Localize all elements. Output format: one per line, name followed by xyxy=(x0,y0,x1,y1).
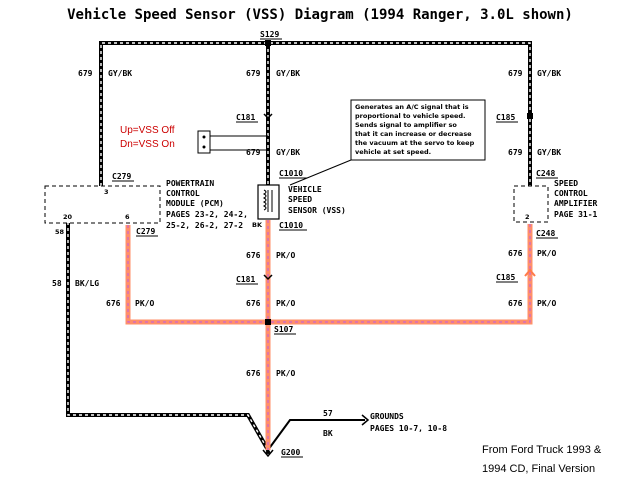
connector-c185-top: C185 xyxy=(496,113,533,123)
pcm-module: 3 20 6 58 xyxy=(44,185,161,236)
splice-s129-dot xyxy=(265,40,271,46)
wire-679-right2-num: 679 xyxy=(508,148,523,157)
wire-679-left-num: 679 xyxy=(78,69,93,78)
note-line-6: vehicle at set speed. xyxy=(355,148,431,156)
connector-c181-top-label: C181 xyxy=(236,113,255,122)
amp-pin-bottom: 2 xyxy=(525,213,530,221)
wire-676-network xyxy=(125,220,533,450)
wire-676-mid3-color: PK/O xyxy=(276,369,295,378)
amp-line-4: PAGE 31-1 xyxy=(554,210,598,219)
source-note-line-2: 1994 CD, Final Version xyxy=(482,463,595,475)
switch-up-label: Up=VSS Off xyxy=(120,125,175,136)
splice-s129-label: S129 xyxy=(260,30,279,39)
speed-control-amplifier: 2 xyxy=(513,185,549,223)
pcm-pin-right: 6 xyxy=(125,213,130,221)
splice-s107-dot xyxy=(265,319,271,325)
grounds-reference: GROUNDS PAGES 10-7, 10-8 xyxy=(361,412,447,433)
pcm-pin-bottom: 58 xyxy=(55,228,65,236)
connector-c181-bot: C181 xyxy=(236,274,273,285)
pcm-line-4: PAGES 23-2, 24-2, xyxy=(166,210,248,219)
wire-676-right-color: PK/O xyxy=(537,299,556,308)
pcm-line-2: CONTROL xyxy=(166,189,200,198)
wire-676-right1-num: 676 xyxy=(508,249,523,258)
wire-58-color: BK/LG xyxy=(75,279,99,288)
ground-g200-label: G200 xyxy=(281,448,300,457)
grounds-line-1: GROUNDS xyxy=(370,412,404,421)
wire-679-mid-num: 679 xyxy=(246,69,261,78)
wire-58-num: 58 xyxy=(52,279,62,288)
connector-c185-bot: C185 xyxy=(496,268,536,283)
wire-676-mid1-color: PK/O xyxy=(276,251,295,260)
vss-description: VEHICLE SPEED SENSOR (VSS) xyxy=(288,185,346,215)
switch-down-label: Dn=VSS On xyxy=(120,139,175,150)
note-line-5: the vacuum at the servo to keep xyxy=(355,139,475,147)
wire-676-mid3-num: 676 xyxy=(246,369,261,378)
wire-676-mid2-num: 676 xyxy=(246,299,261,308)
grounds-line-2: PAGES 10-7, 10-8 xyxy=(370,424,447,433)
wire-676-mid2-color: PK/O xyxy=(276,299,295,308)
wire-679-right-color: GY/BK xyxy=(537,69,561,78)
amp-line-2: CONTROL xyxy=(554,189,588,198)
ground-g200: G200 xyxy=(262,448,303,458)
note-line-1: Generates an A/C signal that is xyxy=(355,103,469,111)
vss-line-3: SENSOR (VSS) xyxy=(288,206,346,215)
vss-line-2: SPEED xyxy=(288,195,312,204)
wire-679-right2-color: GY/BK xyxy=(537,148,561,157)
wire-679-left-color: GY/BK xyxy=(108,69,132,78)
note-line-4: that it can increase or decrease xyxy=(355,130,472,138)
wire-679-mid2-color: GY/BK xyxy=(276,148,300,157)
connector-c1010-bot-label: C1010 xyxy=(279,221,303,230)
vss-sensor: BK xyxy=(252,184,280,229)
wire-679-right-num: 679 xyxy=(508,69,523,78)
wire-57-num: 57 xyxy=(323,409,333,418)
splice-s107-label: S107 xyxy=(274,325,293,334)
vss-pin-bottom: BK xyxy=(252,221,263,229)
vss-switch[interactable] xyxy=(197,130,268,154)
pcm-pin-left: 20 xyxy=(63,213,73,221)
connector-c1010-top-label: C1010 xyxy=(279,169,303,178)
connector-c181-top: C181 xyxy=(236,113,273,123)
wire-676-left-num: 676 xyxy=(106,299,121,308)
pcm-line-3: MODULE (PCM) xyxy=(166,199,224,208)
pcm-description: POWERTRAIN CONTROL MODULE (PCM) PAGES 23… xyxy=(166,179,248,230)
connector-c181-bot-label: C181 xyxy=(236,275,255,284)
wire-676-left-color: PK/O xyxy=(135,299,154,308)
pcm-pin-top: 3 xyxy=(104,188,109,196)
vss-note-box: Generates an A/C signal that is proporti… xyxy=(289,99,486,186)
wire-676-right-num: 676 xyxy=(508,299,523,308)
vss-line-1: VEHICLE xyxy=(288,185,322,194)
wire-679-mid2-num: 679 xyxy=(246,148,261,157)
connector-c185-bot-label: C185 xyxy=(496,273,515,282)
source-note-line-1: From Ford Truck 1993 & xyxy=(482,444,602,456)
pcm-line-1: POWERTRAIN xyxy=(166,179,214,188)
wire-57-color: BK xyxy=(323,429,333,438)
wire-57 xyxy=(267,419,365,451)
connector-c248-bot-label: C248 xyxy=(536,229,555,238)
amp-line-3: AMPLIFIER xyxy=(554,199,598,208)
pcm-line-5: 25-2, 26-2, 27-2 xyxy=(166,221,243,230)
connector-c185-top-label: C185 xyxy=(496,113,515,122)
wire-676-right1-color: PK/O xyxy=(537,249,556,258)
connector-c279-bot-label: C279 xyxy=(136,227,155,236)
amp-line-1: SPEED xyxy=(554,179,578,188)
amp-description: SPEED CONTROL AMPLIFIER PAGE 31-1 xyxy=(554,179,598,219)
connector-c248-top-label: C248 xyxy=(536,169,555,178)
note-line-3: Sends signal to amplifier so xyxy=(355,121,457,129)
wire-679-mid-color: GY/BK xyxy=(276,69,300,78)
wire-58 xyxy=(66,222,270,451)
note-line-2: proportional to vehicle speed. xyxy=(355,112,466,120)
diagram-title: Vehicle Speed Sensor (VSS) Diagram (1994… xyxy=(67,7,573,23)
wire-676-mid1-num: 676 xyxy=(246,251,261,260)
connector-c279-top-label: C279 xyxy=(112,172,131,181)
